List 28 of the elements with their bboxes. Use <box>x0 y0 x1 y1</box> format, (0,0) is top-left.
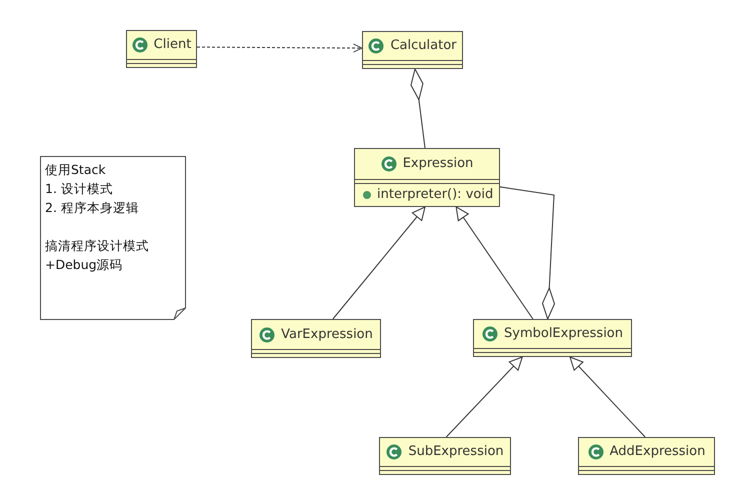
dependency-arrow <box>196 44 362 53</box>
note-box <box>40 156 186 320</box>
class-name: AddExpression <box>610 444 706 460</box>
note-text: 2. 程序本身逻辑 <box>45 199 140 217</box>
class-name: VarExpression <box>281 326 373 342</box>
class-name: SubExpression <box>408 444 504 460</box>
class-name: Calculator <box>390 38 456 54</box>
class-name: Expression <box>402 156 474 172</box>
note-text: 使用Stack <box>45 161 107 179</box>
class-box <box>354 148 500 207</box>
note-text: +Debug源码 <box>45 256 124 274</box>
class-box <box>126 30 197 68</box>
inheritance-arrow <box>570 356 646 438</box>
class-box <box>473 319 632 357</box>
class-box <box>379 437 511 475</box>
note-text: 搞清程序设计模式 <box>45 237 150 255</box>
inheritance-arrow <box>456 206 534 320</box>
class-name: SymbolExpression <box>504 326 623 342</box>
aggregation-line <box>500 186 555 320</box>
class-box <box>251 319 381 358</box>
note-text: 1. 设计模式 <box>45 180 114 198</box>
method-signature: interpreter(): void <box>377 187 494 203</box>
class-name: Client <box>154 37 192 53</box>
class-box <box>578 437 715 475</box>
aggregation-line <box>410 68 426 148</box>
inheritance-arrow <box>446 356 523 438</box>
inheritance-arrow <box>332 206 426 320</box>
class-box <box>362 31 463 69</box>
